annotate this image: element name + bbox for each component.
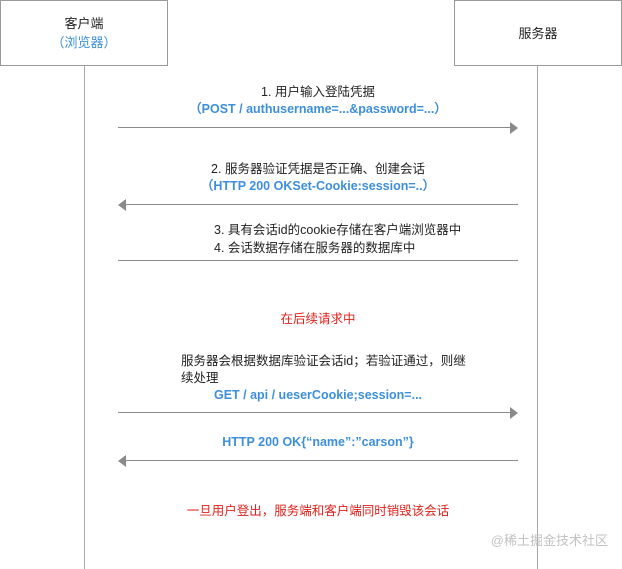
api-request-arrow [118, 407, 518, 419]
login-message-detail: （POST / authusername=...&password=...） [189, 102, 447, 116]
api-response-arrow [118, 455, 518, 467]
storage-divider-line [118, 260, 518, 261]
api-response-detail: HTTP 200 OK{“name”:”carson”} [222, 435, 414, 449]
arrow-right-icon [510, 122, 518, 134]
session-store-label: 4. 会话数据存储在服务器的数据库中 [214, 241, 416, 255]
verify-message-detail: （HTTP 200 OKSet-Cookie:session=..） [200, 179, 436, 193]
verify-message-label: 2. 服务器验证凭据是否正确、创建会话 [211, 162, 425, 176]
subsequent-requests-heading: 在后续请求中 [280, 312, 356, 326]
server-lifeline [537, 0, 538, 569]
api-request-detail: GET / api / ueserCookie;session=... [213, 388, 423, 402]
server-actor-box: 服务器 [454, 0, 622, 66]
login-request-arrow [118, 122, 518, 134]
arrow-left-icon [118, 199, 126, 211]
validate-session-label-line2: 续处理 [181, 371, 219, 385]
client-actor-box: 客户端 （浏览器） [0, 0, 168, 66]
client-subtitle: （浏览器） [51, 35, 117, 50]
validate-session-label-line1: 服务器会根据数据库验证会话id；若验证通过，则继 [181, 354, 466, 368]
cookie-store-label: 3. 具有会话id的cookie存储在客户端浏览器中 [214, 223, 462, 237]
watermark: @稀土掘金技术社区 [490, 533, 608, 548]
arrow-right-icon [510, 407, 518, 419]
verify-response-arrow [118, 199, 518, 211]
client-title: 客户端 [64, 16, 104, 31]
server-title: 服务器 [518, 25, 558, 41]
arrow-left-icon [118, 455, 126, 467]
client-lifeline [84, 0, 85, 569]
login-message-label: 1. 用户输入登陆凭据 [261, 85, 375, 99]
logout-note: 一旦用户登出，服务端和客户端同时销毁该会话 [186, 504, 450, 518]
